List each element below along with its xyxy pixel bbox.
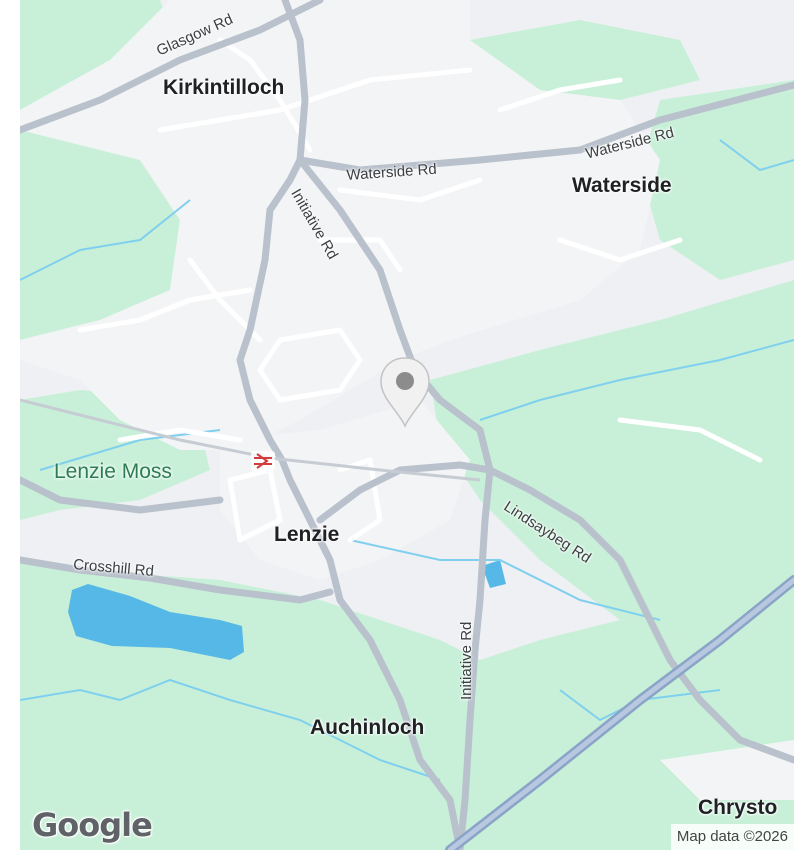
place-label-chryston[interactable]: Chrysto [698,796,778,819]
place-label-waterside[interactable]: Waterside [572,174,672,197]
place-label-kirkintilloch[interactable]: Kirkintilloch [163,76,285,99]
place-label-auchinloch[interactable]: Auchinloch [310,716,425,739]
place-label-lenzie-moss[interactable]: Lenzie Moss [54,460,172,483]
map-pin-icon[interactable] [377,354,433,430]
map-background [20,0,794,850]
road-label-initiative-rd-south: Initiative Rd [458,621,475,700]
map-attribution[interactable]: Map data ©2026 [670,824,794,850]
rail-station-icon[interactable] [251,451,275,471]
google-logo: Google [32,806,153,844]
map-canvas[interactable]: Kirkintilloch Waterside Lenzie Moss Lenz… [20,0,794,850]
place-label-lenzie[interactable]: Lenzie [274,523,340,546]
